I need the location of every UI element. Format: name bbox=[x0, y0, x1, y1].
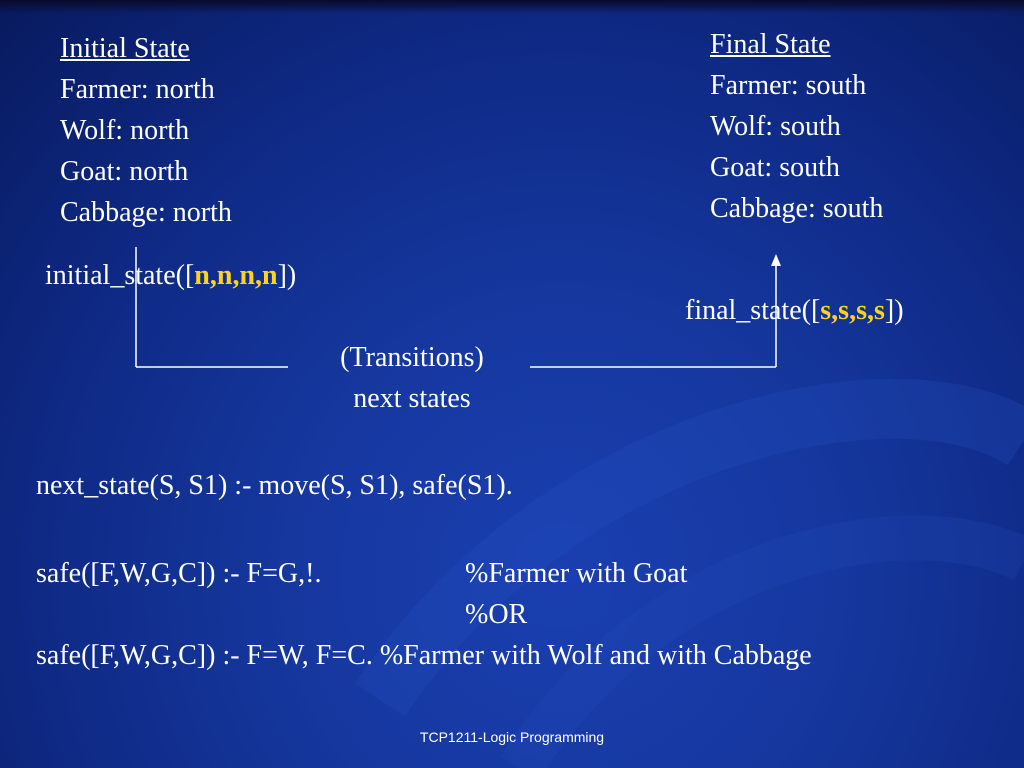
safe-rule-1-comment: %Farmer with Goat bbox=[465, 558, 688, 589]
final-cabbage-line: Cabbage: south bbox=[710, 193, 884, 224]
initial-state-suffix: ]) bbox=[277, 260, 297, 291]
initial-state-heading: Initial State bbox=[60, 33, 190, 64]
transitions-label: (Transitions) bbox=[340, 342, 484, 373]
footer-course-title: TCP1211-Logic Programming bbox=[419, 729, 605, 745]
initial-state-args: n,n,n,n bbox=[194, 260, 278, 291]
final-wolf-line: Wolf: south bbox=[710, 111, 841, 142]
arrow-head-icon bbox=[771, 254, 781, 266]
safe-rule-1-code: safe([F,W,G,C]) :- F=G,!. bbox=[36, 558, 322, 589]
initial-farmer-line: Farmer: north bbox=[60, 74, 215, 105]
initial-state-predicate: initial_state([n,n,n,n]) bbox=[45, 255, 296, 296]
final-state-suffix: ]) bbox=[884, 295, 904, 326]
next-states-label: next states bbox=[353, 383, 471, 414]
or-comment: %OR bbox=[465, 599, 528, 630]
initial-wolf-line: Wolf: north bbox=[60, 115, 190, 146]
initial-goat-line: Goat: north bbox=[60, 156, 189, 187]
final-state-prefix: final_state([ bbox=[685, 295, 821, 326]
top-shadow-bar bbox=[0, 0, 1024, 14]
initial-state-prefix: initial_state([ bbox=[45, 260, 195, 291]
final-state-heading: Final State bbox=[710, 29, 831, 60]
final-farmer-line: Farmer: south bbox=[710, 70, 867, 101]
next-state-rule: next_state(S, S1) :- move(S, S1), safe(S… bbox=[36, 470, 513, 501]
final-goat-line: Goat: south bbox=[710, 152, 840, 183]
safe-rule-2: safe([F,W,G,C]) :- F=W, F=C. %Farmer wit… bbox=[36, 640, 812, 671]
final-state-predicate: final_state([s,s,s,s]) bbox=[685, 290, 904, 331]
final-state-args: s,s,s,s bbox=[820, 295, 885, 326]
initial-cabbage-line: Cabbage: north bbox=[60, 197, 232, 228]
